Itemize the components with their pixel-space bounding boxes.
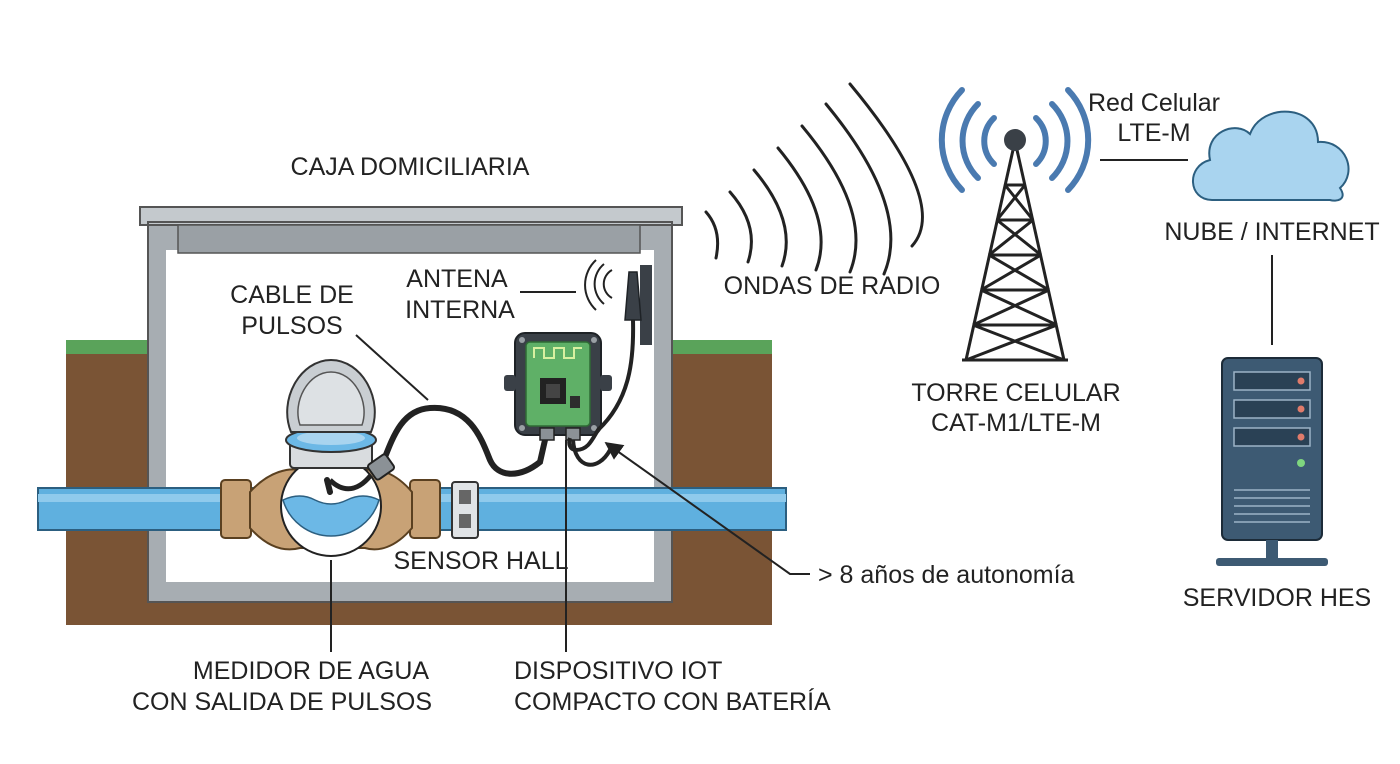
- label-cable-pulsos-1: CABLE DE: [230, 281, 354, 309]
- label-nube-internet: NUBE / INTERNET: [1164, 218, 1379, 246]
- tower-signal-l2: [959, 101, 981, 181]
- box-lid-under: [177, 224, 641, 254]
- tower-signal-r3: [1065, 87, 1092, 193]
- label-torre-celular-1: TORRE CELULAR: [911, 379, 1120, 407]
- hall-sensor-clamp: [451, 481, 479, 539]
- device-mount-left: [504, 375, 516, 391]
- water-meter-icon: [249, 358, 413, 557]
- server-led-1: [1297, 377, 1305, 385]
- label-caja-domiciliaria: CAJA DOMICILIARIA: [291, 153, 530, 181]
- device-screw-3: [519, 425, 525, 431]
- antenna-wave-3: [584, 259, 597, 311]
- radio-waves: [704, 82, 924, 276]
- leader-cable: [355, 334, 429, 401]
- tower-signal: [938, 87, 1092, 193]
- leader-lines: [330, 291, 810, 652]
- label-medidor-2: CON SALIDA DE PULSOS: [132, 688, 432, 716]
- label-dispositivo-1: DISPOSITIVO IOT: [514, 657, 722, 685]
- device-port-1: [539, 427, 555, 441]
- coupling-left: [220, 479, 252, 539]
- tower-top: [1004, 129, 1026, 151]
- cable-drop: [328, 473, 373, 492]
- label-antena-interna-2: INTERNA: [405, 296, 515, 324]
- server-vents: [1234, 489, 1310, 523]
- radio-wave-1: [704, 210, 720, 260]
- cloud-icon: [1192, 110, 1350, 202]
- device-chip-core: [546, 384, 560, 398]
- server-foot: [1216, 558, 1328, 566]
- antenna-wave-2: [593, 263, 605, 305]
- label-autonomia: > 8 años de autonomía: [818, 561, 1075, 589]
- radio-wave-3: [752, 168, 788, 268]
- antenna-cable: [567, 319, 636, 453]
- tower-signal-r2: [1049, 101, 1071, 181]
- antenna-bracket: [640, 265, 652, 345]
- cable-path: [324, 404, 548, 495]
- box-frame-outline: [147, 221, 673, 603]
- antenna-icon: [567, 259, 652, 453]
- meter-water: [282, 495, 380, 537]
- grass-left: [66, 340, 150, 354]
- cable-connector: [367, 453, 395, 481]
- hall-sensor-window-2: [459, 514, 471, 528]
- server-icon: [1216, 357, 1328, 566]
- label-cable-pulsos-2: PULSOS: [241, 312, 342, 340]
- tower-signal-r1: [1033, 115, 1049, 167]
- cloud-shape: [1192, 110, 1350, 202]
- tower-rungs: [973, 183, 1057, 327]
- pulse-cable: [324, 404, 548, 495]
- device-screw-4: [591, 425, 597, 431]
- radio-wave-2: [728, 190, 753, 264]
- coupling-right: [409, 479, 441, 539]
- tower-lattice: [962, 149, 1068, 362]
- antenna-body: [624, 271, 642, 321]
- leader-autonomia: [604, 441, 810, 575]
- meter-lid-inner: [297, 371, 365, 426]
- label-antena-interna-1: ANTENA: [406, 265, 508, 293]
- label-red-celular-2: LTE-M: [1117, 119, 1190, 147]
- device-screw-1: [519, 337, 525, 343]
- label-sensor-hall: SENSOR HALL: [393, 547, 568, 575]
- server-bay-2: [1233, 399, 1311, 419]
- label-torre-celular-2: CAT-M1/LTE-M: [931, 409, 1101, 437]
- tower-cross: [965, 184, 1065, 362]
- grass-right: [668, 340, 772, 354]
- hall-sensor-icon: [451, 481, 479, 539]
- server-bay-1: [1233, 371, 1311, 391]
- server-led-3: [1297, 433, 1305, 441]
- server-stand: [1266, 540, 1278, 560]
- server-led-2: [1297, 405, 1305, 413]
- tower-signal-l3: [938, 87, 965, 193]
- tower-signal-l1: [981, 115, 997, 167]
- radio-wave-7: [848, 82, 924, 248]
- device-mount-right: [600, 375, 612, 391]
- server-led-power: [1297, 459, 1305, 467]
- radio-wave-5: [800, 124, 858, 274]
- device-component: [570, 396, 580, 408]
- device-pcb-antenna-trace: [533, 347, 582, 359]
- radio-wave-4: [776, 146, 823, 272]
- radio-wave-6: [824, 102, 893, 276]
- label-medidor-1: MEDIDOR DE AGUA: [193, 657, 429, 685]
- cell-tower-icon: [938, 87, 1092, 362]
- hall-sensor-window: [459, 490, 471, 504]
- label-red-celular-1: Red Celular: [1088, 89, 1220, 117]
- label-servidor-hes: SERVIDOR HES: [1183, 584, 1371, 612]
- device-screw-2: [591, 337, 597, 343]
- server-bay-3: [1233, 427, 1311, 447]
- label-ondas-radio: ONDAS DE RADIO: [724, 272, 941, 300]
- label-dispositivo-2: COMPACTO CON BATERÍA: [514, 687, 831, 716]
- iot-device-icon: [504, 332, 612, 441]
- meter-register-glass: [297, 431, 365, 445]
- antenna-wave-1: [602, 269, 613, 299]
